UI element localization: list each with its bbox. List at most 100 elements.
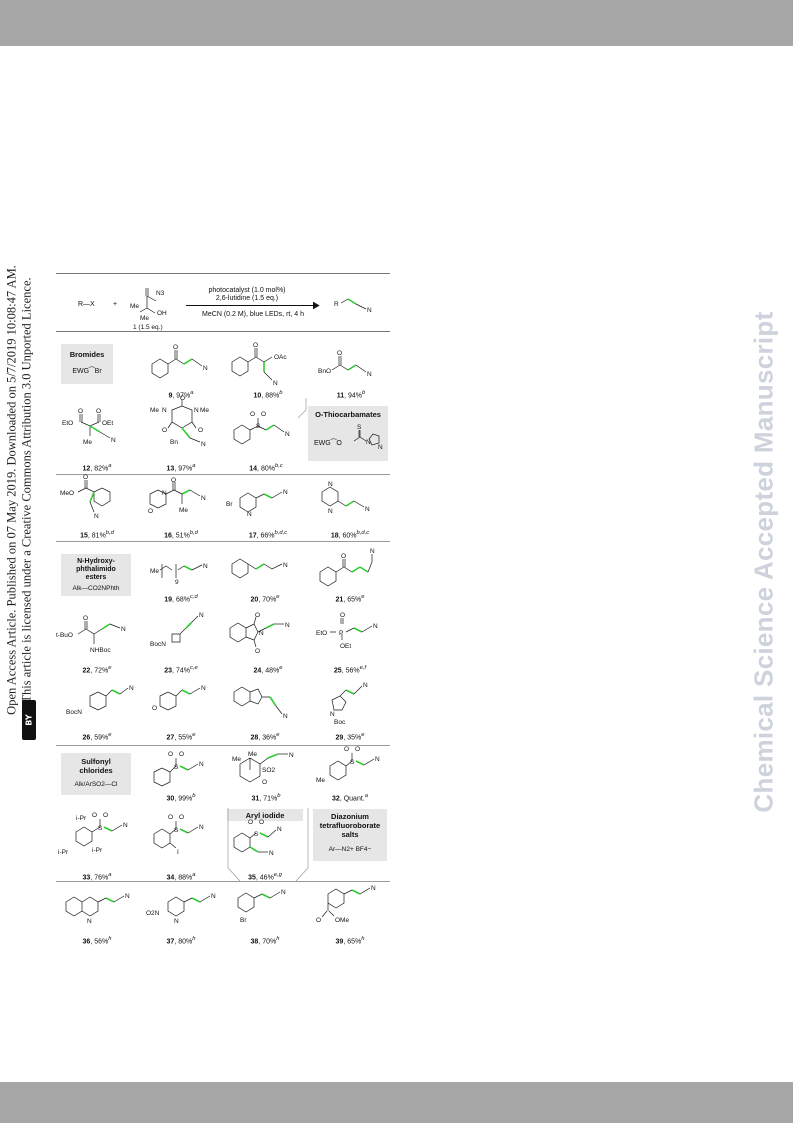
svg-text:SO2: SO2 <box>262 767 275 774</box>
svg-text:O: O <box>168 751 173 758</box>
svg-text:N: N <box>162 407 167 414</box>
category-bromides: Bromides EWG⁀Br <box>61 344 113 384</box>
svg-text:N: N <box>283 713 288 720</box>
row-divider <box>56 881 390 882</box>
structure-27: ON <box>152 685 206 712</box>
svg-text:N: N <box>203 365 208 372</box>
svg-text:O: O <box>92 812 97 819</box>
category-nhpi-esters: N-Hydroxy- phthalimido esters Alk—CO2NPh… <box>61 554 131 596</box>
svg-text:O: O <box>255 612 260 619</box>
svg-text:P: P <box>339 630 343 637</box>
svg-text:O: O <box>78 408 83 415</box>
product-label-17: 17, 66%b,d,c <box>248 530 288 540</box>
arrow-head-icon <box>312 301 320 310</box>
svg-text:N: N <box>285 622 290 629</box>
product-label-29: 29, 35%e <box>335 732 365 742</box>
section-outline <box>227 398 309 882</box>
structure-15: MeO O N <box>60 474 111 520</box>
svg-text:O: O <box>261 411 266 418</box>
svg-text:OEt: OEt <box>340 643 351 650</box>
svg-text:N: N <box>94 513 99 520</box>
category-o-thiocarbamates: O-Thiocarbamates EWG⁀O S N N <box>308 406 388 461</box>
svg-text:BocN: BocN <box>150 641 166 648</box>
svg-text:O: O <box>180 395 185 402</box>
product-label-23: 23, 74%c,e <box>164 665 198 675</box>
azido-alcohol-reagent: N3 Me Me OH <box>130 288 167 322</box>
svg-text:O: O <box>253 342 258 349</box>
svg-text:N: N <box>201 685 206 692</box>
svg-text:N: N <box>328 481 333 488</box>
svg-text:N: N <box>277 826 282 833</box>
svg-text:S: S <box>357 424 362 431</box>
journal-header-bar <box>0 0 793 46</box>
product-label-14: 14, 80%b,c <box>249 463 283 473</box>
category-diazonium-salts: Diazonium tetrafluoroborate salts Ar—N2+… <box>313 809 387 861</box>
product-label-16: 16, 51%b,d <box>164 530 198 540</box>
category-aryl-iodide: Aryl iodide <box>227 809 303 821</box>
svg-text:Br: Br <box>226 501 233 508</box>
svg-text:O: O <box>173 344 178 351</box>
svg-text:N: N <box>281 889 286 896</box>
svg-text:S: S <box>174 827 179 834</box>
svg-text:O: O <box>248 819 253 826</box>
structure-21: ON <box>319 548 375 587</box>
svg-text:O: O <box>103 812 108 819</box>
scheme-top-rule <box>56 273 390 274</box>
svg-text:N: N <box>289 752 294 759</box>
row-divider <box>56 745 390 746</box>
svg-text:N: N <box>371 885 376 892</box>
structure-28: N <box>233 686 288 720</box>
svg-text:O: O <box>148 508 153 515</box>
svg-text:O: O <box>344 746 349 753</box>
scheme-header-rule <box>56 331 390 332</box>
product-label-26: 26, 59%e <box>82 732 112 742</box>
svg-text:BocN: BocN <box>66 709 82 716</box>
svg-text:S: S <box>350 759 355 766</box>
cc-by-badge[interactable]: BY <box>22 700 36 740</box>
svg-text:N: N <box>367 371 372 378</box>
product-label-35: 35, 46%e,g <box>248 872 282 882</box>
svg-text:Br: Br <box>240 917 247 924</box>
svg-text:OMe: OMe <box>335 917 349 924</box>
product-label-18: 18, 60%b,d,c <box>330 530 370 540</box>
svg-text:OEt: OEt <box>102 420 113 427</box>
svg-text:Me: Me <box>130 303 139 310</box>
svg-text:Me: Me <box>83 439 92 446</box>
svg-text:N: N <box>123 822 128 829</box>
svg-text:N: N <box>273 380 278 387</box>
svg-text:S: S <box>254 831 259 838</box>
product-label-37: 37, 80%h <box>166 936 196 946</box>
product-label-33: 33, 76%a <box>82 872 112 882</box>
svg-text:i-Pr: i-Pr <box>58 849 69 856</box>
svg-text:N: N <box>259 630 264 637</box>
svg-text:R: R <box>334 301 339 308</box>
svg-text:N: N <box>201 495 206 502</box>
svg-text:N: N <box>367 307 372 314</box>
svg-text:O: O <box>83 474 88 481</box>
product-label-9: 9, 97%a <box>168 390 194 400</box>
product-label-38: 38, 70%h <box>250 936 280 946</box>
svg-text:MeO: MeO <box>60 490 74 497</box>
svg-text:O2N: O2N <box>146 910 160 917</box>
svg-text:i-Pr: i-Pr <box>92 847 103 854</box>
svg-text:N: N <box>111 437 116 444</box>
product-label-28: 28, 36%e <box>250 732 280 742</box>
reaction-arrow <box>186 305 316 306</box>
svg-text:Me: Me <box>248 751 257 758</box>
svg-text:O: O <box>340 612 345 619</box>
svg-text:O: O <box>96 408 101 415</box>
svg-text:O: O <box>355 746 360 753</box>
svg-text:Me: Me <box>316 777 325 784</box>
